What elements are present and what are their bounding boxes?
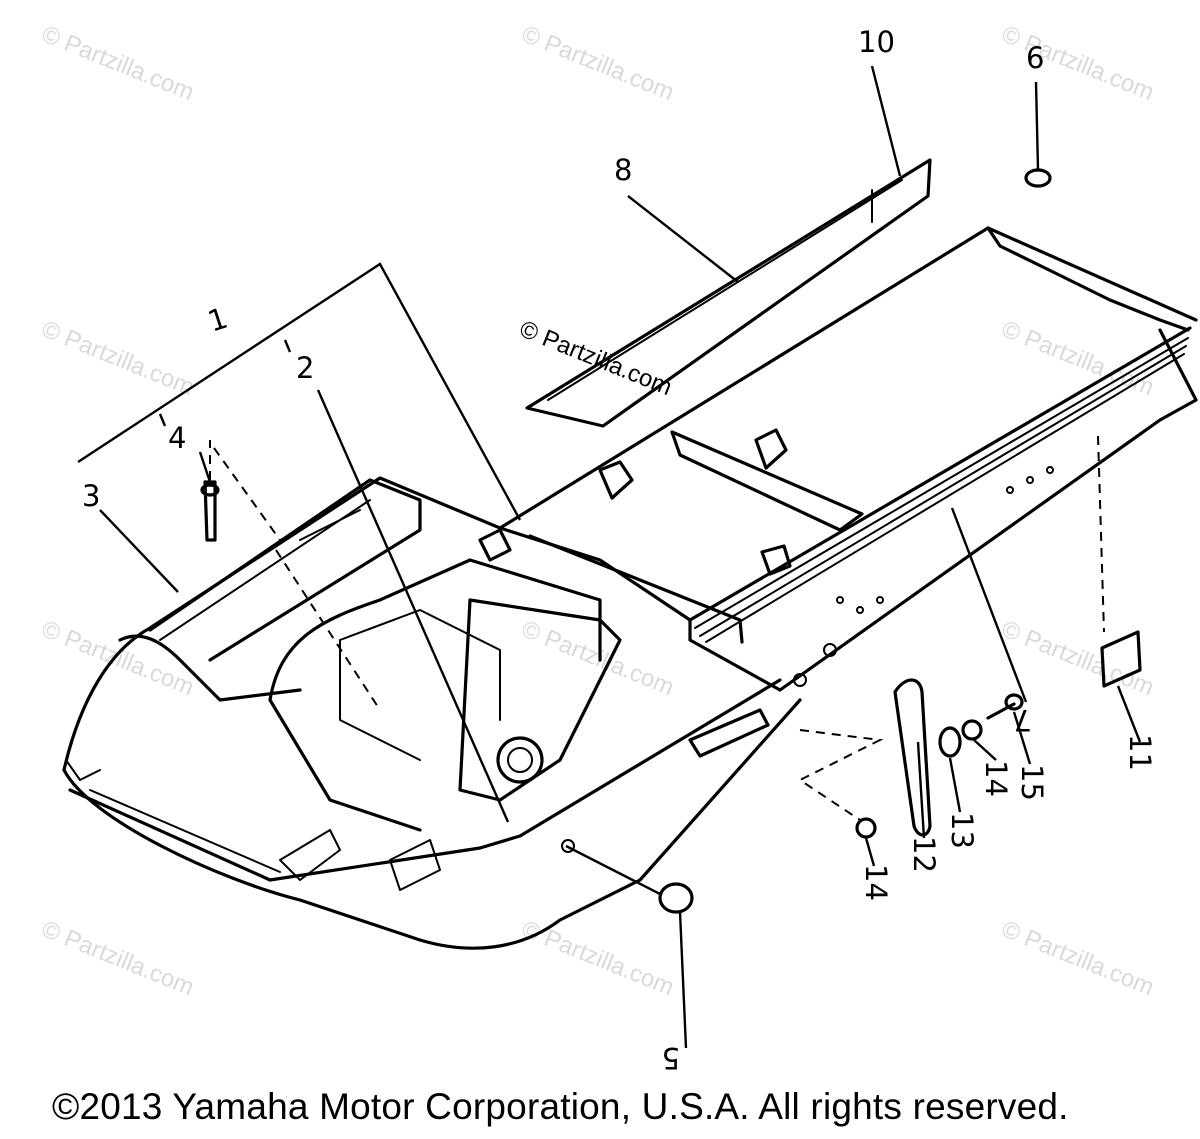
- watermark: © Partzilla.com: [998, 21, 1158, 107]
- watermark: © Partzilla.com: [998, 316, 1158, 402]
- callout-10: 10: [858, 25, 895, 59]
- callout-14a: 14: [979, 760, 1013, 797]
- callout-numbers: 1 2 3 4 5 6 7 8 10 11 12 13 14 14 15: [82, 25, 1157, 1075]
- watermark: © Partzilla.com: [518, 916, 678, 1002]
- callout-3: 3: [82, 479, 100, 513]
- callout-14b: 14: [859, 864, 893, 901]
- watermark: © Partzilla.com: [38, 616, 198, 702]
- callout-5: 5: [662, 1041, 680, 1075]
- callout-6: 6: [1026, 41, 1044, 75]
- leader-lines: [77, 65, 1142, 1049]
- watermark: © Partzilla.com: [998, 916, 1158, 1002]
- watermark: © Partzilla.com: [38, 316, 198, 402]
- callout-12: 12: [907, 836, 941, 873]
- callout-7: 7: [1014, 703, 1032, 737]
- callout-13: 13: [945, 812, 979, 849]
- callout-1: 1: [204, 301, 232, 339]
- callout-2: 2: [296, 351, 314, 385]
- small-parts: [200, 168, 1142, 914]
- callout-4: 4: [168, 421, 186, 455]
- copyright-notice: ©2013 Yamaha Motor Corporation, U.S.A. A…: [52, 1086, 1069, 1127]
- watermark: © Partzilla.com: [38, 916, 198, 1002]
- watermark: © Partzilla.com: [38, 21, 198, 107]
- seat-decal-strip: [525, 158, 932, 428]
- callout-15: 15: [1015, 764, 1049, 801]
- watermark-center: © Partzilla.com: [516, 316, 676, 402]
- callout-11: 11: [1123, 734, 1157, 771]
- watermark: © Partzilla.com: [518, 21, 678, 107]
- callout-8: 8: [614, 153, 632, 187]
- chassis-frame: [62, 226, 1198, 950]
- watermark: © Partzilla.com: [518, 616, 678, 702]
- assembly-lines: [209, 435, 1105, 821]
